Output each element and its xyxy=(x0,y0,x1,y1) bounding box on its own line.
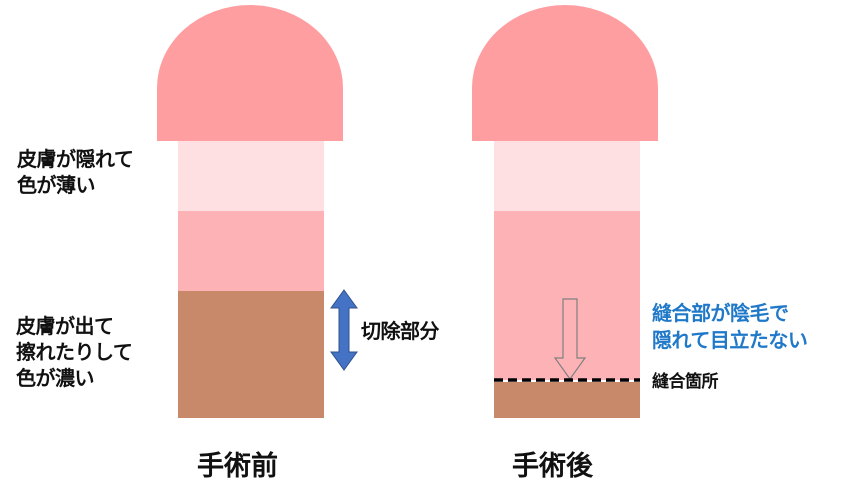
down-arrow-icon xyxy=(553,298,587,381)
after-note-line: 縫合部が陰毛で xyxy=(652,301,789,325)
before-skin-light xyxy=(178,141,324,211)
upper-skin-label: 皮膚が隠れて 色が薄い xyxy=(17,146,134,198)
after-note-line: 隠れて目立たない xyxy=(652,328,808,352)
before-skin-dark xyxy=(178,291,324,418)
before-title: 手術前 xyxy=(197,451,278,481)
lower-skin-label-line: 擦れたりして xyxy=(16,340,133,364)
upper-skin-label-line: 色が薄い xyxy=(17,173,96,197)
suture-label: 縫合箇所 xyxy=(652,372,719,392)
after-skin-dark xyxy=(494,382,640,418)
before-skin-pink xyxy=(178,211,324,291)
double-arrow-icon xyxy=(330,289,358,371)
upper-skin-label-line: 皮膚が隠れて xyxy=(17,147,134,171)
lower-skin-label-line: 色が濃い xyxy=(16,366,95,390)
lower-skin-label: 皮膚が出て 擦れたりして 色が濃い xyxy=(16,313,133,391)
after-skin-light xyxy=(494,141,640,211)
before-glans xyxy=(157,5,343,141)
after-note: 縫合部が陰毛で 隠れて目立たない xyxy=(652,300,808,354)
after-glans xyxy=(472,5,658,141)
after-illustration xyxy=(472,5,658,418)
lower-skin-label-line: 皮膚が出て xyxy=(16,314,114,338)
after-skin-pink xyxy=(494,211,640,380)
before-illustration xyxy=(157,5,358,418)
after-title: 手術後 xyxy=(512,451,593,481)
excision-label: 切除部分 xyxy=(361,319,440,343)
